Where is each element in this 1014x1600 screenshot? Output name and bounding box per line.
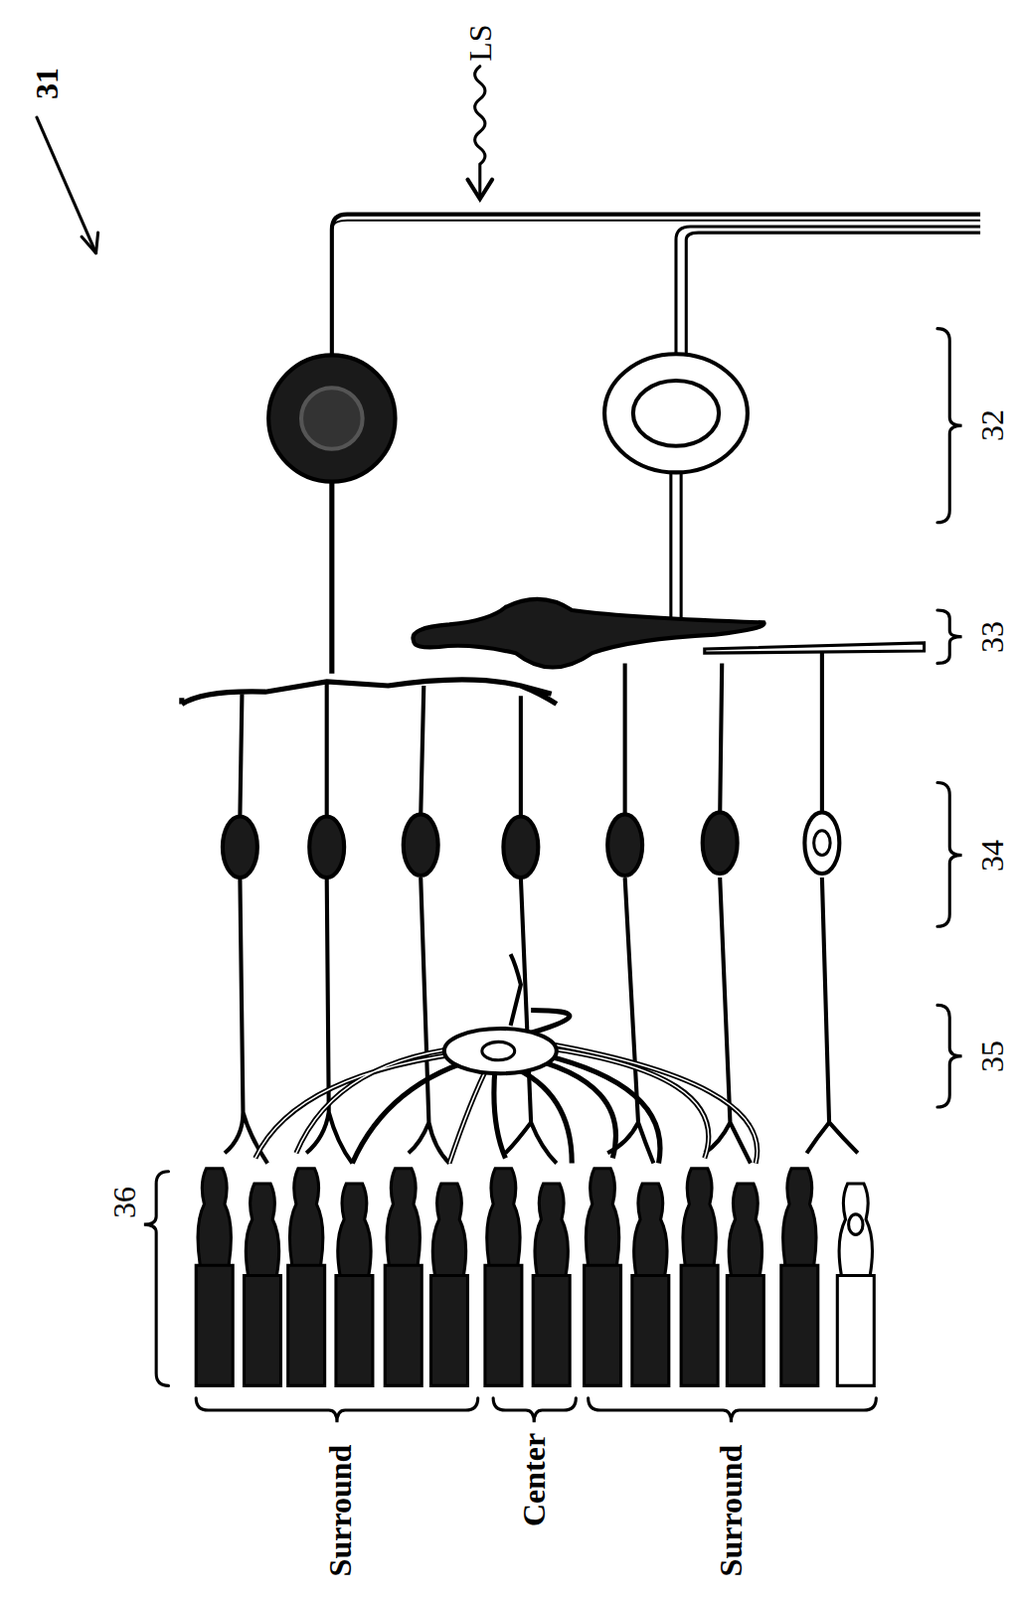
- region-label: Surround: [324, 1445, 356, 1578]
- photoreceptor: [195, 1169, 233, 1387]
- bipolar-cell: [702, 812, 738, 874]
- ganglion-dendrite: [181, 480, 557, 705]
- bipolar-dendrite: [224, 877, 268, 1165]
- callout-number: 32: [976, 409, 1009, 442]
- signal-label: LS: [464, 23, 497, 61]
- neurons: [181, 214, 981, 1165]
- photoreceptor: [288, 1169, 326, 1387]
- photoreceptor: [243, 1183, 281, 1386]
- photoreceptor: [336, 1183, 373, 1386]
- horizontal-cell: [444, 1028, 557, 1074]
- brace: [144, 1172, 169, 1387]
- ganglion-axon: [332, 220, 981, 358]
- brace: [937, 329, 963, 523]
- brace: [195, 1398, 479, 1424]
- photoreceptor: [680, 1169, 718, 1387]
- ganglion-dendrite: [679, 469, 683, 618]
- bipolar-axon: [239, 651, 822, 817]
- ganglion-axon: [676, 226, 981, 357]
- photoreceptor: [837, 1183, 874, 1386]
- figure-number: 31: [30, 67, 63, 100]
- bipolar-cell: [503, 816, 538, 878]
- brackets: [36, 66, 963, 1424]
- nucleus: [301, 387, 363, 450]
- region-label: Surround: [714, 1445, 747, 1578]
- bipolar-cells: [222, 812, 738, 878]
- bipolar-dendrite: [806, 877, 857, 1154]
- nucleus: [848, 1214, 863, 1236]
- nucleus: [814, 831, 831, 856]
- ganglion-dendrite: [669, 469, 673, 618]
- callout-number: 34: [976, 840, 1009, 872]
- light-wave: [475, 66, 486, 196]
- callout-number: 33: [976, 621, 1009, 654]
- photoreceptor: [430, 1183, 468, 1386]
- horizontal-process: [255, 1040, 758, 1164]
- horizontal-process: [510, 954, 521, 1026]
- bipolar-dendrite: [408, 877, 450, 1165]
- photoreceptor: [384, 1169, 422, 1387]
- brace: [937, 610, 963, 664]
- bipolar-cell: [403, 814, 439, 876]
- photoreceptor: [632, 1183, 670, 1386]
- ganglion-axon: [332, 214, 981, 358]
- photoreceptor: [726, 1183, 764, 1386]
- cell-bodies: [222, 353, 840, 1074]
- bipolar-dendrite: [505, 877, 556, 1165]
- photoreceptors: [195, 1169, 874, 1387]
- arrow-head: [81, 232, 98, 254]
- brace: [493, 1398, 576, 1424]
- nucleus: [482, 1041, 515, 1060]
- photoreceptor-row: [195, 1169, 819, 1387]
- photoreceptor: [781, 1169, 819, 1387]
- amacrine-cell: [412, 599, 764, 669]
- brace: [937, 783, 963, 928]
- nucleus: [633, 380, 719, 447]
- region-label: Center: [517, 1433, 550, 1527]
- ganglion-cell: [268, 354, 395, 482]
- bipolar-cell: [804, 812, 840, 874]
- callout-number: 35: [976, 1040, 1009, 1073]
- arrow-head: [467, 179, 493, 200]
- ganglion-cell: [604, 353, 748, 473]
- dendrite-bar: [704, 643, 925, 654]
- callout-number: 36: [108, 1186, 141, 1219]
- bipolar-cell: [309, 816, 344, 878]
- leader-arrow: [36, 117, 97, 254]
- bipolar-cell: [607, 814, 643, 876]
- photoreceptor: [532, 1183, 570, 1386]
- brace: [588, 1398, 877, 1424]
- ganglion-axon: [685, 232, 981, 357]
- horizontal-process: [255, 1011, 758, 1165]
- photoreceptor: [584, 1169, 622, 1387]
- bipolar-cell: [222, 816, 258, 878]
- brace: [937, 1005, 963, 1108]
- photoreceptor: [485, 1169, 522, 1387]
